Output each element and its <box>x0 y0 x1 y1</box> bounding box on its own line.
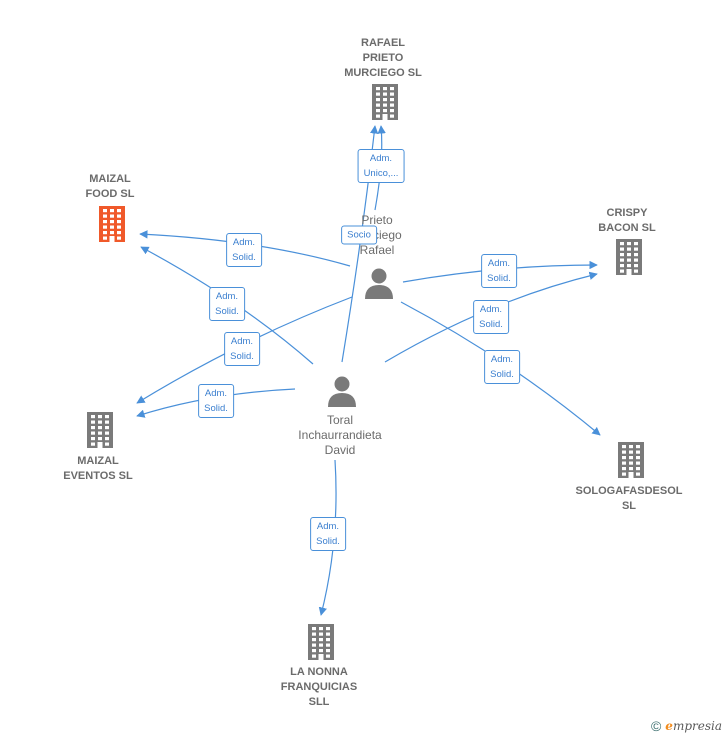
edge-label-e2[interactable]: Socio <box>341 225 377 245</box>
edge-label-e10[interactable]: Adm. Solid. <box>310 517 346 551</box>
edge-label-e6[interactable]: Adm. Solid. <box>198 384 234 418</box>
building-icon-maizal_food[interactable] <box>97 206 127 247</box>
company-label-rafael[interactable]: RAFAEL PRIETO MURCIEGO SL <box>344 37 422 79</box>
company-label-sologafas[interactable]: SOLOGAFASDESOL SL <box>575 485 683 512</box>
building-icon-sologafas[interactable] <box>616 442 646 483</box>
edge-label-e8[interactable]: Adm. Solid. <box>473 300 509 334</box>
person-icon-prieto[interactable] <box>363 267 395 304</box>
edge-label-e5[interactable]: Adm. Solid. <box>224 332 260 366</box>
edge-label-e3[interactable]: Adm. Solid. <box>226 233 262 267</box>
edge-label-e4[interactable]: Adm. Solid. <box>209 287 245 321</box>
building-icon-lanonna[interactable] <box>306 624 336 665</box>
edge-label-e1[interactable]: Adm. Unico,... <box>357 149 405 183</box>
person-label-toral[interactable]: Toral Inchaurrandieta David <box>298 413 382 457</box>
brand-logo: empresia <box>665 719 722 733</box>
building-icon-crispy[interactable] <box>614 239 644 280</box>
edge-label-e9[interactable]: Adm. Solid. <box>484 350 520 384</box>
copyright-symbol: © <box>650 718 662 734</box>
company-label-lanonna[interactable]: LA NONNA FRANQUICIAS SLL <box>280 666 358 708</box>
building-icon-maizal_eventos[interactable] <box>85 412 115 453</box>
company-label-crispy[interactable]: CRISPY BACON SL <box>598 207 656 234</box>
edge-label-e7[interactable]: Adm. Solid. <box>481 254 517 288</box>
company-label-maizal_food[interactable]: MAIZAL FOOD SL <box>85 173 135 200</box>
person-icon-toral[interactable] <box>326 375 358 412</box>
building-icon-rafael[interactable] <box>370 84 400 125</box>
footer-brand: © empresia <box>651 718 722 734</box>
company-label-maizal_eventos[interactable]: MAIZAL EVENTOS SL <box>63 455 133 482</box>
